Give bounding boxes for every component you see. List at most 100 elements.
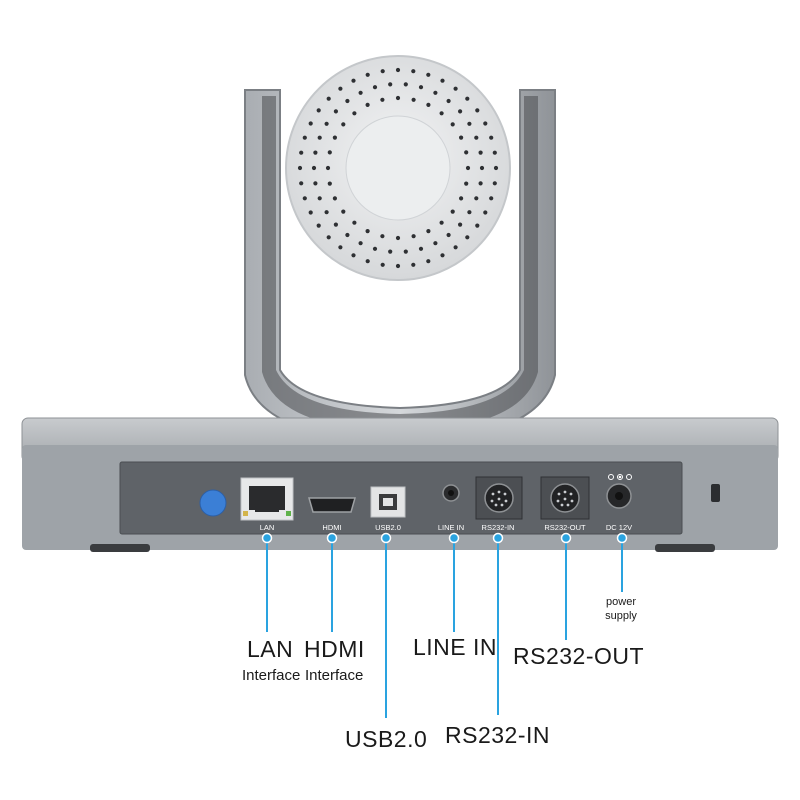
vent-hole: [327, 150, 332, 155]
connector-pin: [557, 492, 561, 496]
vent-hole: [395, 263, 401, 269]
vent-hole: [478, 150, 483, 155]
vent-hole: [493, 165, 499, 171]
vent-hole: [313, 181, 318, 186]
hdmi-port-label: HDMI: [322, 523, 341, 532]
vent-hole: [338, 86, 343, 91]
line-in-port-label: LINE IN: [438, 523, 464, 532]
vent-hole: [453, 245, 458, 250]
vent-hole: [483, 210, 488, 215]
vent-hole: [411, 69, 416, 74]
vent-hole: [341, 209, 346, 214]
connector-pin: [563, 497, 567, 501]
lan-port-label: LAN: [260, 523, 275, 532]
connector-pin: [563, 490, 567, 494]
vent-hole: [464, 150, 469, 155]
vent-hole: [465, 96, 470, 101]
vent-hole: [332, 196, 337, 201]
rs232-in-port-label: RS232-IN: [482, 523, 515, 532]
callout-hdmi: HDMI: [304, 636, 365, 662]
vent-hole: [483, 121, 488, 126]
vent-hole: [411, 97, 416, 102]
connector-pin: [491, 492, 495, 496]
vent-hole: [465, 235, 470, 240]
usb-port-label: USB2.0: [375, 523, 401, 532]
callout-rs232-out: RS232-OUT: [513, 643, 645, 669]
vent-hole: [395, 235, 401, 241]
vent-hole: [459, 196, 464, 201]
dc-polarity-icon: [608, 474, 632, 480]
vent-hole: [333, 109, 338, 114]
callout-lan: LAN: [247, 636, 294, 662]
vent-hole: [411, 234, 416, 239]
vent-hole: [446, 98, 451, 104]
vent-hole: [316, 108, 321, 113]
vent-hole: [418, 85, 424, 90]
vent-hole: [492, 150, 497, 155]
vent-hole: [358, 241, 363, 246]
vent-hole: [327, 181, 332, 186]
vent-hole: [365, 229, 370, 234]
vent-hole: [317, 196, 322, 201]
vent-hole: [403, 82, 408, 87]
vent-hole: [450, 122, 455, 127]
vent-hole: [489, 135, 494, 140]
callout-line-in: LINE IN: [413, 634, 498, 660]
speaker-vent-holes: [297, 67, 499, 269]
vent-hole: [440, 78, 445, 83]
vent-hole: [380, 97, 385, 102]
reset-button[interactable]: [199, 489, 227, 517]
vent-hole: [326, 96, 331, 101]
vent-hole: [380, 234, 385, 239]
vent-hole: [433, 90, 438, 95]
vent-hole: [474, 196, 479, 201]
callout-dots: [261, 532, 628, 544]
vent-hole: [453, 86, 458, 91]
vent-hole: [333, 222, 338, 227]
callout-power-supply: power supply: [598, 595, 644, 623]
vent-hole: [439, 220, 444, 225]
lan-port[interactable]: [240, 477, 294, 521]
vent-hole: [316, 223, 321, 228]
connector-pin: [569, 492, 573, 496]
vent-hole: [380, 262, 385, 267]
vent-hole: [297, 165, 303, 171]
callout-rs232-in: RS232-IN: [445, 722, 550, 748]
vent-hole: [464, 181, 469, 186]
usb-port[interactable]: [370, 486, 406, 518]
vent-hole: [311, 165, 317, 171]
vent-hole: [403, 249, 408, 254]
vent-hole: [308, 121, 313, 126]
callout-hdmi-sub: Interface: [305, 667, 364, 684]
vent-hole: [439, 111, 444, 116]
vent-hole: [351, 78, 356, 83]
callout-lines: [266, 538, 623, 718]
vent-hole: [358, 90, 363, 95]
vent-hole: [459, 135, 464, 140]
dc-power-port[interactable]: [606, 483, 632, 509]
vent-hole: [308, 210, 313, 215]
vent-hole: [411, 262, 416, 267]
callout-usb: USB2.0: [345, 726, 428, 752]
hdmi-port[interactable]: [308, 497, 356, 513]
camera-head: [285, 55, 511, 281]
vent-hole: [332, 135, 337, 140]
connector-pin: [497, 497, 501, 501]
vent-hole: [324, 121, 329, 126]
vent-hole: [313, 150, 318, 155]
line-in-port[interactable]: [442, 484, 460, 502]
connector-pin: [494, 503, 498, 507]
vent-hole: [345, 98, 350, 104]
vent-hole: [326, 235, 331, 240]
vent-hole: [302, 135, 307, 140]
vent-hole: [324, 210, 329, 215]
vent-hole: [489, 196, 494, 201]
callout-power-line2: supply: [605, 610, 637, 622]
vent-hole: [345, 232, 350, 238]
vent-hole: [372, 85, 378, 90]
vent-hole: [302, 196, 307, 201]
vent-hole: [338, 245, 343, 250]
vent-hole: [492, 181, 497, 186]
vent-hole: [352, 220, 357, 225]
